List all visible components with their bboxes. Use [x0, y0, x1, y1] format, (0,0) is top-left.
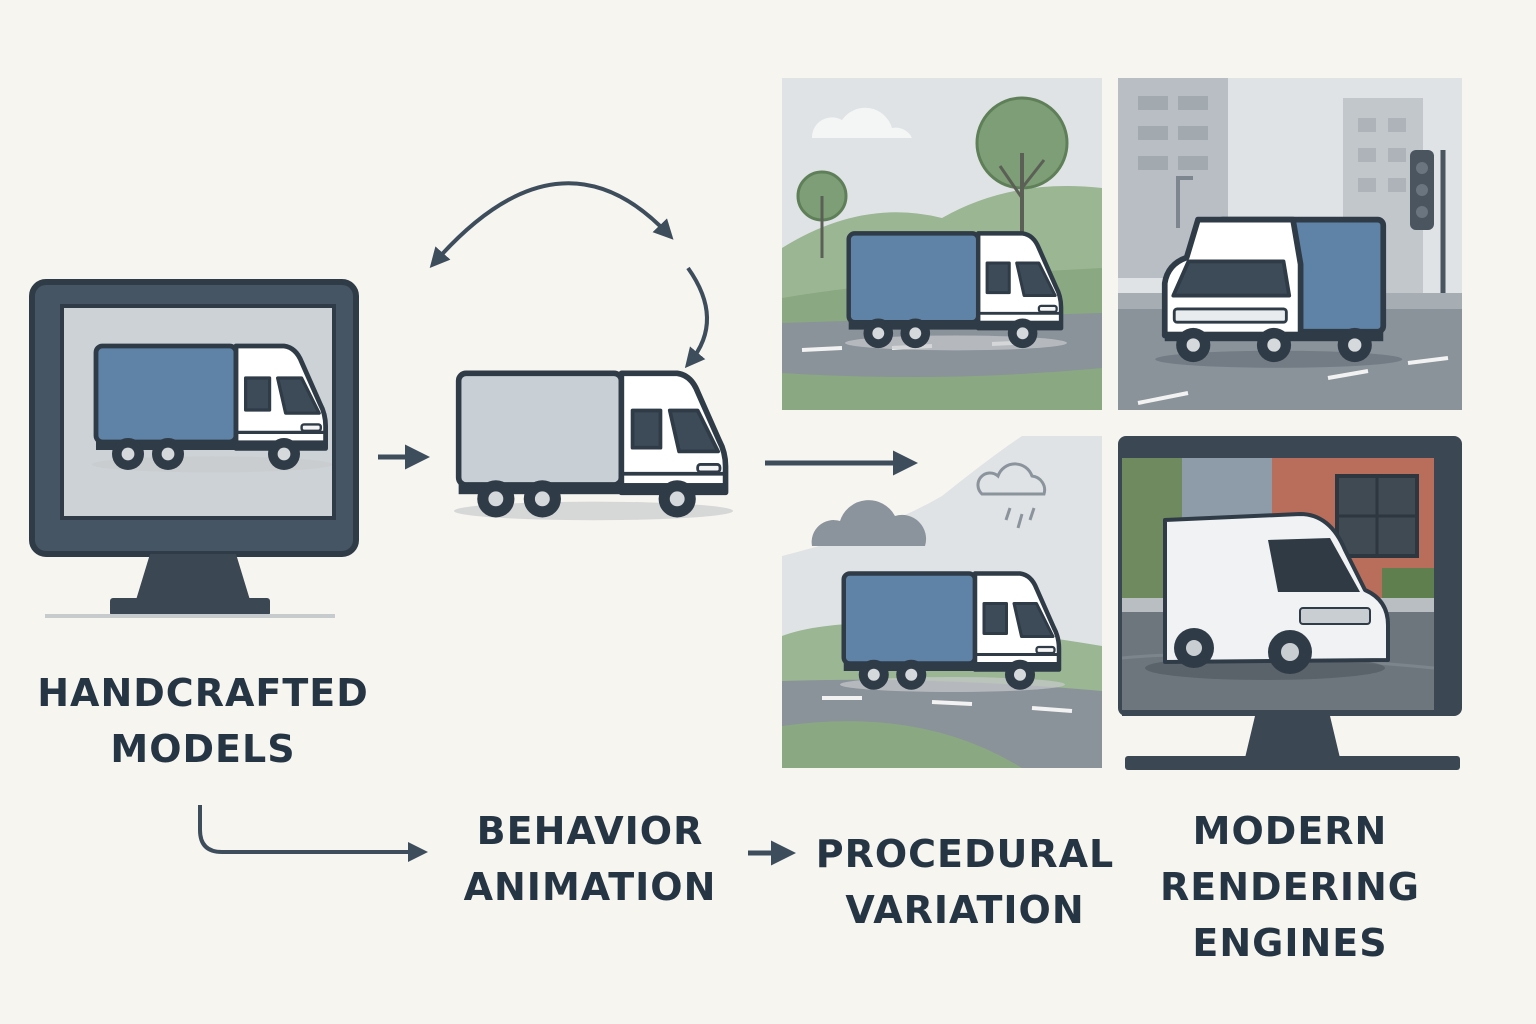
- label-line: ANIMATION: [463, 865, 717, 909]
- city-truck-icon: [1155, 220, 1402, 368]
- label-line: HANDCRAFTED: [37, 671, 369, 715]
- rain-cloud-icon: [976, 462, 1047, 529]
- tree-icon: [975, 96, 1069, 278]
- cloud-icon: [811, 500, 927, 546]
- label-line: ENGINES: [1192, 921, 1388, 965]
- stage-label-procedural-variation: PROCEDURAL VARIATION: [795, 826, 1135, 938]
- label-line: PROCEDURAL: [815, 832, 1115, 876]
- label-line: MODERN: [1192, 809, 1388, 853]
- tree-icon: [796, 170, 848, 258]
- label-line: VARIATION: [845, 888, 1085, 932]
- stage-label-modern-rendering-engines: MODERN RENDERING ENGINES: [1140, 803, 1440, 971]
- render-van-icon: [1145, 512, 1390, 680]
- cycle-arrows-icon: [429, 181, 709, 369]
- behavior-truck-icon: [454, 373, 733, 520]
- label-line: MODELS: [110, 727, 296, 771]
- traffic-light-icon: [1410, 150, 1446, 308]
- label-line: BEHAVIOR: [476, 809, 704, 853]
- flow-arrow-icon: [198, 805, 428, 862]
- label-line: RENDERING: [1160, 865, 1420, 909]
- stage-label-behavior-animation: BEHAVIOR ANIMATION: [430, 803, 750, 915]
- stage-label-handcrafted-models: HANDCRAFTED MODELS: [18, 665, 388, 777]
